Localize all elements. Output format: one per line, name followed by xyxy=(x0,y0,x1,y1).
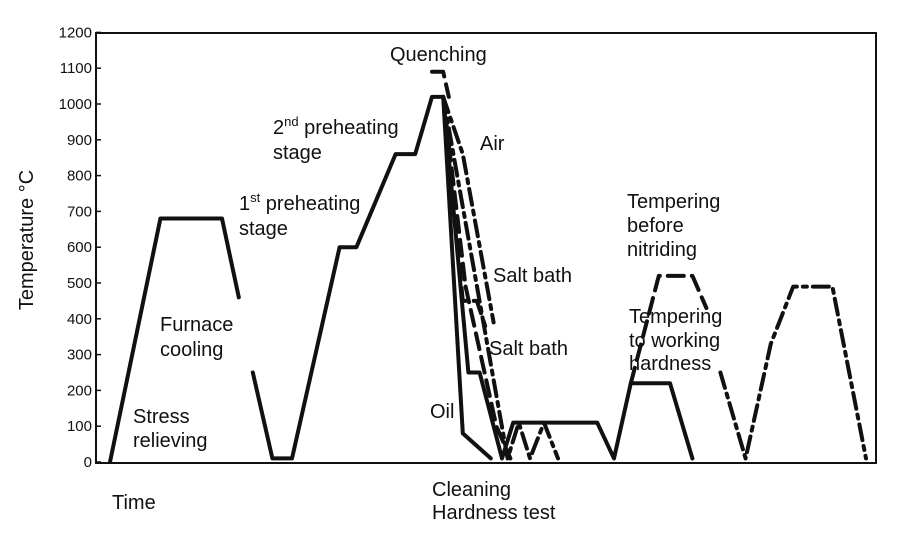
annotation-preheat-1: 1st preheating stage xyxy=(239,190,360,240)
stress-relieving-line1: Stress xyxy=(133,406,190,428)
y-tick-label: 1000 xyxy=(59,96,92,113)
annotation-tempering-hardness: Tempering to working hardness xyxy=(629,306,722,375)
y-tick-label: 800 xyxy=(67,168,92,185)
annotation-preheat-2: 2nd preheating stage xyxy=(273,114,399,164)
series-line-6 xyxy=(441,94,496,325)
y-tick-label: 100 xyxy=(67,418,92,435)
annotation-tempering-nitriding: Tempering before nitriding xyxy=(627,191,720,261)
annotation-air: Air xyxy=(480,133,505,155)
y-tick-label: 600 xyxy=(67,239,92,256)
annotation-furnace-cooling: Furnace cooling xyxy=(160,314,233,361)
series-line-8 xyxy=(441,94,468,289)
y-tick-label: 300 xyxy=(67,347,92,364)
tempering-nitriding-line1: Tempering xyxy=(627,191,720,213)
series-line-5 xyxy=(441,94,488,328)
y-axis-label: Temperature °C xyxy=(16,170,38,310)
furnace-cooling-line1: Furnace xyxy=(160,314,233,336)
y-tick-label: 1200 xyxy=(59,24,92,41)
preheat1-line2: stage xyxy=(239,218,288,240)
series-line-7 xyxy=(441,94,560,461)
stress-relieving-line2: relieving xyxy=(133,430,207,452)
tempering-nitriding-line2: before xyxy=(627,215,684,237)
series-line-3 xyxy=(441,94,695,461)
annotation-salt-bath-2: Salt bath xyxy=(489,338,568,360)
y-tick-label: 200 xyxy=(67,382,92,399)
y-tick-label: 0 xyxy=(84,454,92,471)
cleaning-line1: Cleaning xyxy=(432,479,511,501)
preheat1-line1: 1st preheating xyxy=(239,190,360,215)
y-tick-label: 700 xyxy=(67,203,92,220)
series-line-1 xyxy=(108,216,241,464)
y-axis-ticks: 0 100 200 300 400 500 600 700 800 900 1000 1100 1200 xyxy=(59,24,101,471)
annotation-cleaning: Cleaning Hardness test xyxy=(432,479,556,524)
series-line-9 xyxy=(463,284,513,461)
series-line-4 xyxy=(430,69,451,99)
y-tick-label: 900 xyxy=(67,132,92,149)
tempering-hardness-line3: hardness xyxy=(629,353,711,375)
annotation-salt-bath-1: Salt bath xyxy=(493,265,572,287)
furnace-cooling-line2: cooling xyxy=(160,339,223,361)
y-tick-label: 1100 xyxy=(60,60,92,77)
tempering-hardness-line1: Tempering xyxy=(629,306,722,328)
tempering-hardness-line2: to working xyxy=(629,330,720,352)
series-line-10 xyxy=(628,273,709,386)
annotation-oil: Oil xyxy=(430,401,454,423)
tempering-nitriding-line3: nitriding xyxy=(627,239,697,261)
annotation-stress-relieving: Stress relieving xyxy=(133,406,207,452)
annotation-quenching: Quenching xyxy=(390,44,487,66)
cleaning-line2: Hardness test xyxy=(432,502,556,524)
series-line-11 xyxy=(718,284,868,461)
y-tick-label: 500 xyxy=(67,275,92,292)
series-line-2 xyxy=(250,94,493,461)
plot-frame xyxy=(95,32,877,464)
y-tick-label: 400 xyxy=(67,311,92,328)
x-axis-label: Time xyxy=(112,492,156,514)
preheat2-line1: 2nd preheating xyxy=(273,114,399,139)
preheat2-line2: stage xyxy=(273,142,322,164)
series-lines xyxy=(108,69,868,464)
